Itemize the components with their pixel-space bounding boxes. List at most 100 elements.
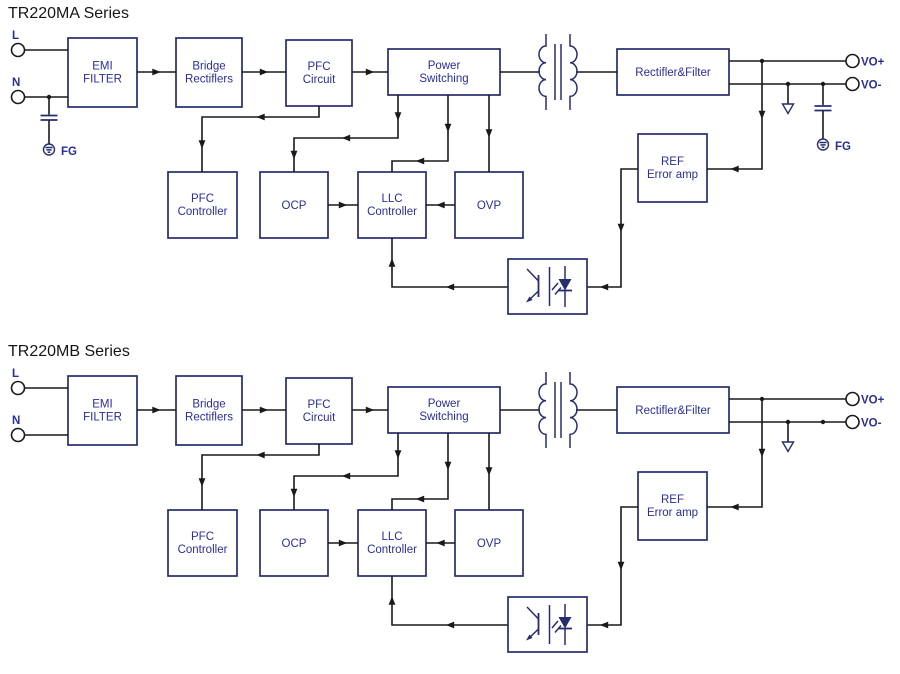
secondary-winding: [569, 34, 578, 110]
arrowhead: [444, 123, 452, 133]
pfc-circuit-block: [285, 377, 353, 445]
terminal-n-label: N: [12, 415, 20, 427]
fg-right-label: FG: [835, 141, 851, 153]
bridge-block: [175, 37, 243, 108]
emitter-arrow: [526, 296, 533, 303]
collector-lead: [526, 268, 540, 282]
arrowhead: [444, 461, 452, 471]
llc-controller-label: Controller: [367, 544, 417, 556]
emi-label: EMI: [92, 399, 112, 411]
ref-error-amp-label: Error amp: [647, 169, 698, 181]
pfc-controller-label: Controller: [178, 544, 228, 556]
light-ray: [551, 620, 559, 629]
junction-dot: [785, 419, 791, 425]
arrowhead: [617, 561, 625, 571]
terminal-n-circle: [10, 427, 26, 443]
terminal-n-label: N: [12, 77, 20, 89]
junction-dot: [759, 396, 765, 402]
pfc-circuit-label: Circuit: [303, 74, 336, 86]
arrowhead: [338, 201, 348, 209]
phototransistor-icon: [526, 268, 540, 303]
arrowhead: [365, 68, 375, 76]
arrowhead: [436, 539, 445, 547]
arrowhead: [152, 68, 161, 76]
ocp-block: [259, 509, 329, 577]
pfc-circuit-label: PFC: [308, 61, 331, 73]
wire: [391, 576, 508, 626]
power-switching-label: Power: [428, 60, 461, 72]
arrowhead: [599, 621, 609, 629]
optocoupler-icon: [507, 258, 588, 315]
pfc-controller-label: PFC: [191, 193, 214, 205]
terminal-vo_minus-circle: [845, 414, 860, 430]
optocoupler-box: [507, 596, 588, 653]
arrowhead: [341, 134, 351, 142]
rectifier-filter-label: Rectifler&Filter: [635, 67, 711, 79]
arrowhead: [256, 113, 265, 121]
arrowhead: [617, 223, 625, 233]
ovp-label: OVP: [477, 200, 502, 212]
arrowhead: [394, 112, 402, 121]
llc-controller-label: Controller: [367, 206, 417, 218]
arrowhead: [730, 503, 739, 511]
wire: [587, 168, 638, 288]
ref-error-amp-label: Error amp: [647, 507, 698, 519]
collector-lead: [526, 606, 540, 620]
led-icon: [558, 604, 572, 645]
terminal-vo_minus-label: VO-: [861, 418, 882, 430]
arrowhead: [365, 406, 375, 414]
emi-label: FILTER: [83, 74, 122, 86]
ref-error-amp-block: [637, 133, 708, 203]
led-triangle: [558, 279, 572, 291]
transformer-icon: [538, 372, 578, 448]
fg-ground-icon: [816, 138, 830, 151]
bridge-label: Rectiflers: [185, 74, 233, 86]
rectifier-filter-label: Rectifler&Filter: [635, 405, 711, 417]
ovp-block: [454, 509, 524, 577]
pfc-controller-block: [167, 171, 238, 239]
terminal-vo_plus-circle: [845, 53, 860, 69]
primary-winding: [538, 372, 547, 448]
pfc-circuit-label: PFC: [308, 399, 331, 411]
terminal-vo_plus-label: VO+: [861, 395, 885, 407]
arrowhead: [415, 495, 425, 503]
led-triangle: [558, 617, 572, 629]
ref-error-amp-block: [637, 471, 708, 541]
arrowhead: [758, 110, 766, 120]
primary-winding: [538, 34, 547, 110]
ocp-label: OCP: [282, 200, 307, 212]
ref-error-amp-label: REF: [661, 156, 684, 168]
emi-block: [67, 375, 138, 446]
input-fg-capacitor-icon: [40, 114, 58, 121]
optocoupler-box: [507, 258, 588, 315]
diagram-title: TR220MA Series: [8, 5, 129, 22]
wire: [391, 238, 508, 288]
arrowhead: [290, 488, 298, 498]
arrowhead: [415, 157, 425, 165]
terminal-vo_minus-circle: [845, 76, 860, 92]
phototransistor-icon: [526, 606, 540, 641]
rectifier-filter-block: [616, 386, 730, 434]
power-switching-label: Power: [428, 398, 461, 410]
arrowhead: [388, 596, 396, 605]
llc-controller-block: [357, 171, 427, 239]
arrowhead: [198, 140, 206, 149]
optocoupler-icon: [507, 596, 588, 653]
arrowhead: [259, 406, 269, 414]
arrowhead: [599, 283, 609, 291]
ocp-label: OCP: [282, 538, 307, 550]
terminal-vo_minus-label: VO-: [861, 80, 882, 92]
emi-label: FILTER: [83, 412, 122, 424]
diagram-title: TR220MB Series: [8, 343, 130, 360]
arrowhead: [730, 165, 739, 173]
arrowhead: [394, 450, 402, 459]
terminal-vo_plus-label: VO+: [861, 57, 885, 69]
bridge-label: Bridge: [192, 61, 225, 73]
arrowhead: [338, 539, 348, 547]
fg-left-label: FG: [61, 146, 77, 158]
arrowhead: [198, 478, 206, 487]
terminal-l-label: L: [12, 368, 19, 380]
arrowhead: [341, 472, 351, 480]
